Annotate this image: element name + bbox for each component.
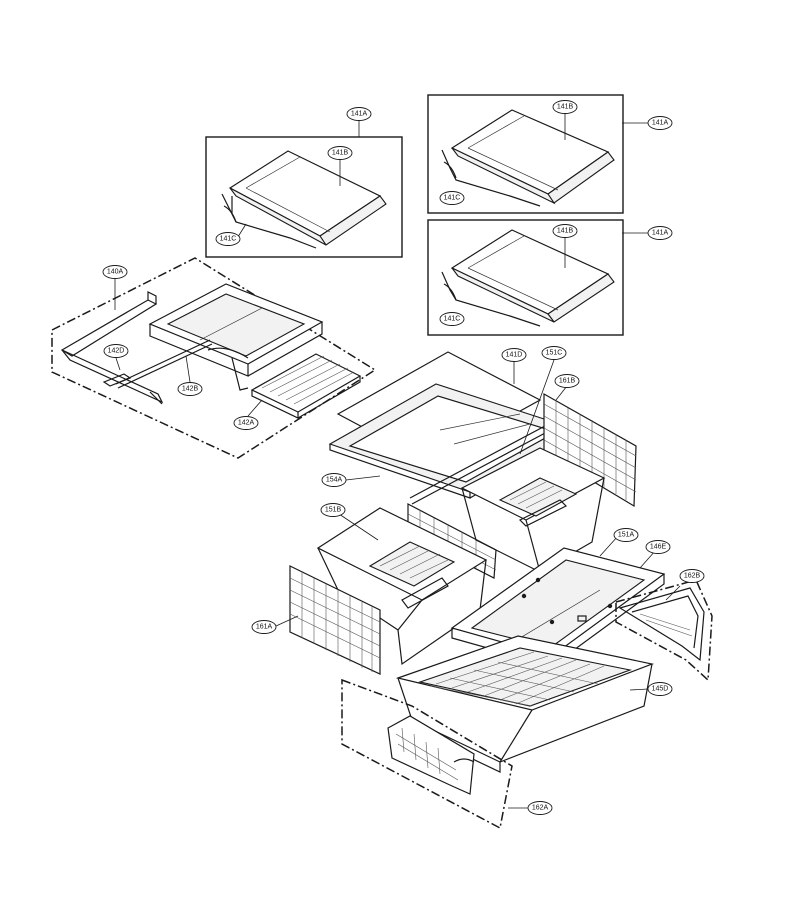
callout-141c-top: 141C xyxy=(439,191,465,205)
callout-141c-mid: 141C xyxy=(439,312,465,326)
shelf-assembly-141a-left xyxy=(205,136,403,258)
crisper-drawer-151b xyxy=(316,507,488,666)
group-outline-140a xyxy=(51,257,377,459)
freezer-drawer-145d xyxy=(395,635,655,773)
front-panel-assembly-162a xyxy=(341,678,513,830)
callout-label: 151B xyxy=(325,507,342,514)
group-box-141a-left xyxy=(205,136,403,258)
group-box-141a-mid xyxy=(427,219,624,336)
callout-label: 141C xyxy=(220,236,237,243)
shelf-assembly-141a-mid xyxy=(427,219,624,336)
callout-label: 141A xyxy=(652,120,669,127)
callout-162a: 162A xyxy=(527,801,553,815)
callout-141d: 141D xyxy=(501,348,527,362)
group-outline-162b xyxy=(615,579,713,682)
callout-141c-left: 141C xyxy=(215,232,241,246)
callout-label: 142A xyxy=(238,420,255,427)
callout-162b: 162B xyxy=(679,569,705,583)
callout-label: 161B xyxy=(559,378,576,385)
callout-161b: 161B xyxy=(554,374,580,388)
shelf-side-trim xyxy=(451,147,556,205)
callout-label: 142D xyxy=(108,348,125,355)
shelf-bracket xyxy=(441,149,541,207)
shelf-side-trim xyxy=(451,267,555,323)
callout-label: 141D xyxy=(506,352,523,359)
shelf-side-trim xyxy=(229,187,327,246)
callout-142a: 142A xyxy=(233,416,259,430)
folding-shelf-assembly-140a xyxy=(51,257,377,459)
group-outline-162a xyxy=(341,678,513,830)
drawer-grid-145d xyxy=(429,651,605,707)
callout-151b: 151B xyxy=(320,503,346,517)
callout-label: 141C xyxy=(444,195,461,202)
callout-146e: 146E xyxy=(645,540,671,554)
callout-145d: 145D xyxy=(647,682,673,696)
panel-grid-161a xyxy=(289,572,381,672)
slide-rail-162b xyxy=(615,579,713,682)
callout-141a-top: 141A xyxy=(647,116,673,130)
callout-label: 161A xyxy=(256,624,273,631)
callout-label: 145D xyxy=(652,686,669,693)
callout-141a-mid: 141A xyxy=(647,226,673,240)
callout-label: 151C xyxy=(546,350,563,357)
callout-142b: 142B xyxy=(177,382,203,396)
callout-label: 141B xyxy=(332,150,349,157)
callout-154a: 154A xyxy=(321,473,347,487)
panel-grid-161b xyxy=(543,400,637,500)
callout-label: 151A xyxy=(618,532,635,539)
callout-label: 154A xyxy=(326,477,343,484)
side-panel-161b xyxy=(543,392,637,508)
callout-161a: 161A xyxy=(251,620,277,634)
callout-142d: 142D xyxy=(103,344,129,358)
callout-label: 142B xyxy=(182,386,199,393)
callout-label: 141B xyxy=(557,228,574,235)
callout-label: 141A xyxy=(652,230,669,237)
callout-label: 162A xyxy=(532,805,549,812)
shelf-assembly-141a-top xyxy=(427,94,624,214)
callout-141a-left: 141A xyxy=(346,107,372,121)
callout-141b-mid: 141B xyxy=(552,224,578,238)
callout-151a: 151A xyxy=(613,528,639,542)
callout-151c: 151C xyxy=(541,346,567,360)
callout-label: 141B xyxy=(557,104,574,111)
callout-141b-left: 141B xyxy=(327,146,353,160)
callout-141b-top: 141B xyxy=(552,100,578,114)
side-panel-161a xyxy=(289,565,381,675)
callout-label: 140A xyxy=(107,269,124,276)
callout-label: 141C xyxy=(444,316,461,323)
callout-label: 162B xyxy=(684,573,701,580)
callout-label: 146E xyxy=(650,544,667,551)
group-box-141a-top xyxy=(427,94,624,214)
callout-140a: 140A xyxy=(102,265,128,279)
callout-label: 141A xyxy=(351,111,368,118)
